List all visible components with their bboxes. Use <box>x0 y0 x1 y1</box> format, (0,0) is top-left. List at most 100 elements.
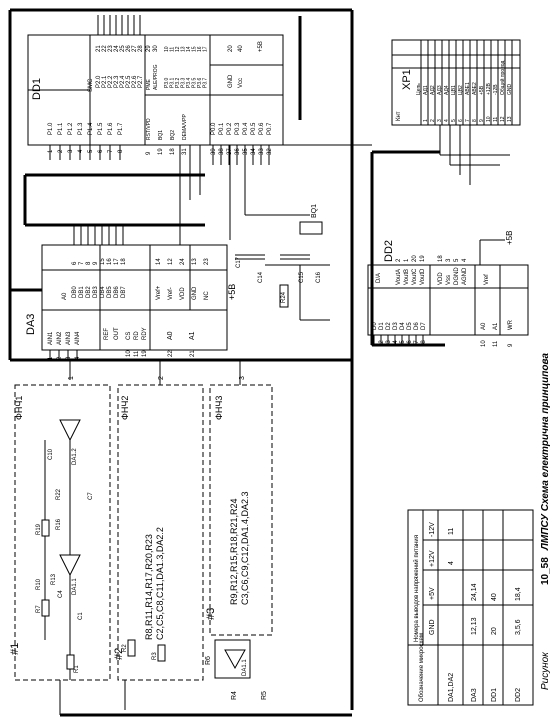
dd2-pin-labels: D/AD01D112D213D314D415D516D617D718VoutA2… <box>372 255 514 347</box>
dd1-pin-num: 22 <box>102 45 108 52</box>
r24-label: R24 <box>281 291 287 303</box>
f1-r10: R10 <box>36 578 42 590</box>
f1-r7: R7 <box>36 605 42 613</box>
da3-pin-num: 4 <box>75 356 81 360</box>
dd1-pin: P1.4 <box>88 122 94 135</box>
f1-da11: DA1.1 <box>72 578 78 595</box>
xp1-row: Общий провод <box>499 61 506 95</box>
dd1-dd2-bus <box>10 144 445 362</box>
dd1-pin: P1.3 <box>78 122 84 135</box>
xp1-row: АД2 <box>430 85 436 95</box>
supply-table-cell: DA3 <box>471 688 478 702</box>
dd1-pin-num: 4 <box>78 149 84 153</box>
f1-da12: DA1.2 <box>72 448 78 465</box>
f3-block-label: #3 <box>205 608 217 620</box>
xp1-wires <box>439 125 510 185</box>
dd1-pin: P2.1 <box>102 75 108 88</box>
supply-table-cell: 4 <box>448 561 455 565</box>
dd1-pin: P1.2 <box>68 122 74 135</box>
dd2-pin-num: 4 <box>462 258 468 262</box>
supply-table-cell: DA1,DA2 <box>448 673 455 702</box>
supply-table-cell: 40 <box>491 593 498 601</box>
dd2-pin-num: 2 <box>396 258 402 262</box>
da3-pin: DB0 <box>72 286 78 298</box>
dd1-pin-num: 5 <box>88 149 94 153</box>
dd1-pin-num: 12 <box>175 46 181 52</box>
bottom-wires <box>59 360 352 717</box>
da3-pin-num: 1 <box>48 356 54 360</box>
dd2-pin-num: 13 <box>386 340 392 347</box>
c16-label: C16 <box>316 271 322 283</box>
f1-r22: R22 <box>56 488 62 500</box>
dd1-pwr-pin: Vcc <box>238 78 244 88</box>
f1-r13: R13 <box>51 573 57 585</box>
dd1-pin-num: 19 <box>158 148 164 155</box>
f3-da11: DA1.1 <box>242 659 248 676</box>
dd2-pin-num: 19 <box>420 255 426 262</box>
f2-r3: R3 <box>152 652 158 660</box>
da3-pin: Vref- <box>168 287 174 300</box>
da3-pin: NC <box>204 291 210 300</box>
dd2-pin: D6 <box>414 322 420 330</box>
dd1-pin: P3.7 <box>203 77 209 88</box>
dd1-pin-num: 28 <box>138 45 144 52</box>
xp1-row: АВЕ2 <box>472 82 478 95</box>
dd2-pin: D7 <box>421 322 427 330</box>
da3-cs-pin: RD <box>134 331 140 340</box>
xp1-num: 13 <box>507 116 513 122</box>
supply-header-2: Номера выводов напряжений питания <box>413 535 420 642</box>
dd1-label: DD1 <box>31 78 43 100</box>
dd2-pin-num: 11 <box>493 340 499 347</box>
dd1-pin-num: 33 <box>259 148 265 155</box>
da3-pin-num: 23 <box>204 258 210 265</box>
da3-pin-num: 18 <box>121 258 127 265</box>
dd1-pin: P3.3 <box>181 77 187 88</box>
supply-table: Обозначение микросхем Номера выводов нап… <box>407 509 534 706</box>
dd1-pwr-label: +5В <box>258 41 264 52</box>
dd1-misc-pin: RST/VPD <box>146 118 152 140</box>
dd2-vout-pin: VoutA <box>396 269 402 285</box>
dd2-da: D/A <box>376 273 382 283</box>
xp1-label: XP1 <box>401 69 413 90</box>
da3-ain-pin: AIN1 <box>48 331 54 345</box>
xp1-num: 9 <box>479 119 485 122</box>
dd2-pwr-pin: Vss <box>446 275 452 285</box>
dd1-pin: P2.0 <box>96 75 102 88</box>
da3-pin-num: 8 <box>86 261 92 265</box>
xp1-row: АД3 <box>437 85 443 95</box>
dd1-pin-num: 2 <box>58 149 64 153</box>
f3-list-1: R9,R12,R15,R18,R21,R24 <box>229 498 239 605</box>
f3-out: 3 <box>239 376 246 380</box>
dd1-pin: P2.4 <box>120 75 126 88</box>
xp1-row: ЦВ1 <box>451 85 457 95</box>
xp1-row: АВЕ1 <box>465 82 471 95</box>
supply-sub-m12v: -12V <box>429 522 436 537</box>
dd1-pin-num: 24 <box>114 45 120 52</box>
f3-r6: R6 <box>205 656 212 665</box>
dd2-pin: D1 <box>379 322 385 330</box>
dd1-pin-num: 25 <box>120 45 126 52</box>
supply-table-cell: 11 <box>448 528 455 535</box>
da3-pin-num: 16 <box>107 258 113 265</box>
da3-pin-num: 2 <box>57 356 63 360</box>
da3-pin: Vref+ <box>156 285 162 300</box>
dd1-pin-num: 36 <box>235 148 241 155</box>
dd1-pin-num: 20 <box>228 45 234 52</box>
c17-label: C17 <box>236 256 242 268</box>
dd2-pin-num: 20 <box>412 255 418 262</box>
f2-name: ФНЧ2 <box>120 396 130 420</box>
f1-c10: C10 <box>48 448 54 460</box>
dd1-pin: P3.4 <box>186 77 192 88</box>
da3-cs-pin: RDY <box>142 327 148 340</box>
dd2-supply-label: +5В <box>505 231 514 245</box>
f1-c1: C1 <box>78 612 84 620</box>
da3-a0: A0 <box>62 292 68 300</box>
filter-block-1: #1 ФНЧ1 R7 R10 R13 C4 DA1.1 R16 R19 R22 … <box>9 376 111 681</box>
da3-pin-num: 3 <box>66 356 72 360</box>
dd1-pin-num: 14 <box>186 46 192 52</box>
xp1-row: +5В <box>479 85 485 95</box>
xp1-num: 8 <box>472 119 478 122</box>
dd1-pin: P3.1 <box>170 77 176 88</box>
